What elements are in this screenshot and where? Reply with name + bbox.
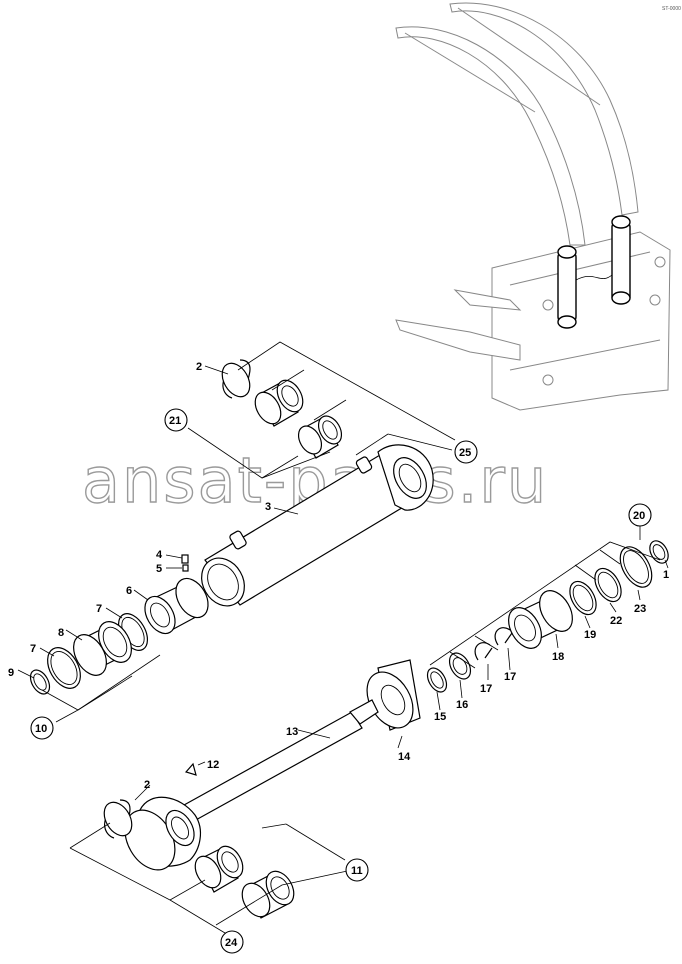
callout-18: 18 <box>552 651 564 663</box>
lower-bushing-set <box>103 799 295 919</box>
callout-6: 6 <box>126 585 132 597</box>
leader-lines <box>17 365 669 801</box>
kit-callout-10: 10 <box>35 723 47 735</box>
callout-16: 16 <box>456 699 468 711</box>
upper-bushing-set <box>221 359 343 459</box>
callout-15: 15 <box>434 711 446 723</box>
callout-3: 3 <box>265 501 271 513</box>
callout-2-lower: 2 <box>144 779 150 791</box>
callout-2-upper: 2 <box>196 361 202 373</box>
callout-9: 9 <box>8 667 14 679</box>
callout-13: 13 <box>286 726 298 738</box>
callout-17-left: 17 <box>480 683 492 695</box>
kit-callout-25: 25 <box>459 447 471 459</box>
callout-1: 1 <box>663 569 669 581</box>
kit-callout-24: 24 <box>225 937 238 949</box>
attachment-overview-illustration <box>395 2 671 411</box>
callout-8: 8 <box>58 627 64 639</box>
head-seal-group-left <box>29 554 209 695</box>
kit-callout-20: 20 <box>633 510 645 522</box>
callout-23: 23 <box>634 603 646 615</box>
kit-bracket-lines <box>41 341 661 937</box>
callout-7-upper: 7 <box>96 603 102 615</box>
piston-seal-group-right <box>366 540 669 731</box>
callout-14: 14 <box>398 751 411 763</box>
cylinder-barrel <box>201 444 434 607</box>
figure-id: ST-0000 <box>662 6 681 12</box>
callout-12: 12 <box>207 759 219 771</box>
kit-callout-21: 21 <box>169 415 181 427</box>
callout-4: 4 <box>156 549 163 561</box>
callout-5: 5 <box>156 563 162 575</box>
piston-rod <box>124 699 379 871</box>
callout-22: 22 <box>610 615 622 627</box>
part-callouts: 2 3 4 5 6 7 8 7 9 12 13 14 15 16 17 17 1… <box>8 361 669 791</box>
kit-callouts: 21 25 10 20 11 24 <box>30 408 652 954</box>
callout-17-right: 17 <box>504 671 516 683</box>
callout-19: 19 <box>584 629 596 641</box>
callout-7-lower: 7 <box>30 643 36 655</box>
kit-callout-11: 11 <box>351 865 363 877</box>
